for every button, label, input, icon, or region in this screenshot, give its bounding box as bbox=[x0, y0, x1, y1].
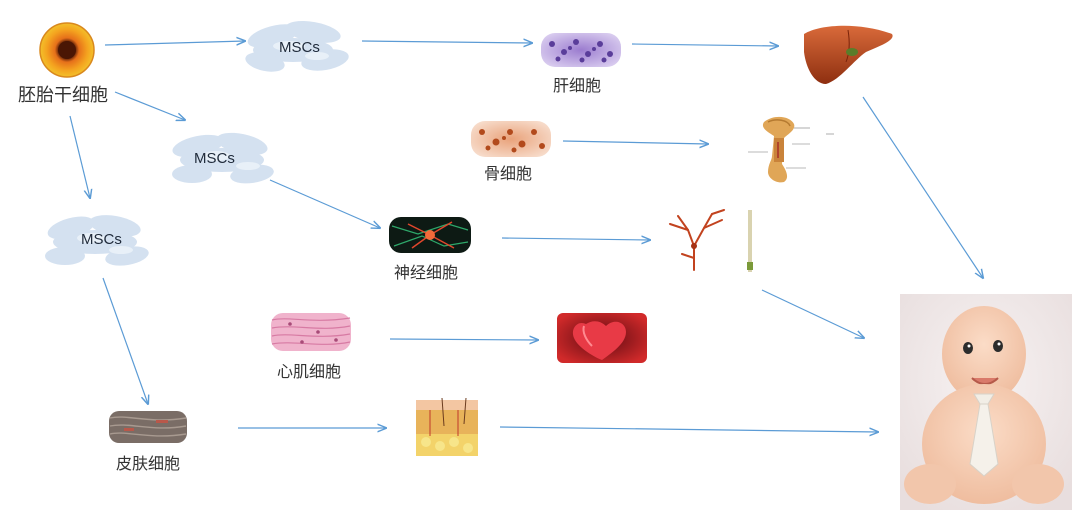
arrow-osteocyte-to-bone bbox=[562, 141, 708, 144]
arrow-msc1-to-hepatocyte bbox=[361, 41, 532, 43]
neuron-label: 神经细胞 bbox=[394, 263, 459, 282]
msc-cloud-2-icon bbox=[172, 132, 274, 184]
msc-cloud-3-icon bbox=[45, 215, 149, 266]
skin-cell-label: 皮肤细胞 bbox=[116, 454, 181, 473]
nerve-icon bbox=[669, 209, 753, 272]
arrow-esc-to-msc1 bbox=[104, 41, 245, 45]
msc-2-label: MSCs bbox=[194, 150, 235, 167]
arrow-cardio-to-heart bbox=[389, 339, 538, 340]
arrow-liver-to-baby bbox=[862, 96, 983, 278]
osteocyte-tissue-icon bbox=[471, 121, 551, 157]
arrow-nerve-to-baby bbox=[761, 289, 864, 338]
msc-3-label: MSCs bbox=[81, 231, 122, 248]
neuron-tissue-icon bbox=[389, 217, 471, 253]
arrow-neuron-to-nerve bbox=[501, 238, 650, 240]
heart-icon bbox=[557, 313, 647, 363]
skin-cell-tissue-icon bbox=[109, 411, 187, 443]
msc-1-label: MSCs bbox=[279, 39, 320, 56]
cardiomyocyte-tissue-icon bbox=[271, 313, 351, 351]
baby-photo bbox=[900, 294, 1072, 510]
arrow-tissue-to-baby bbox=[499, 426, 878, 432]
embryonic-stem-cell-icon bbox=[39, 22, 95, 78]
arrow-msc2-to-neuron bbox=[269, 179, 380, 228]
liver-icon bbox=[804, 25, 893, 84]
hepatocyte-tissue-icon bbox=[541, 33, 621, 67]
hepatocyte-label: 肝细胞 bbox=[553, 76, 602, 95]
msc-cloud-1-icon bbox=[245, 21, 349, 72]
embryonic-stem-cell-label: 胚胎干细胞 bbox=[18, 85, 108, 106]
bone-icon bbox=[748, 116, 834, 183]
osteocyte-label: 骨细胞 bbox=[484, 164, 533, 183]
skin-tissue-icon bbox=[416, 397, 478, 456]
arrow-msc3-to-skin bbox=[102, 277, 148, 404]
arrow-esc-to-msc3 bbox=[69, 115, 90, 198]
arrow-esc-to-msc2 bbox=[114, 91, 185, 120]
arrow-hepatocyte-to-liver bbox=[631, 44, 778, 46]
cardiomyocyte-label: 心肌细胞 bbox=[277, 362, 342, 381]
